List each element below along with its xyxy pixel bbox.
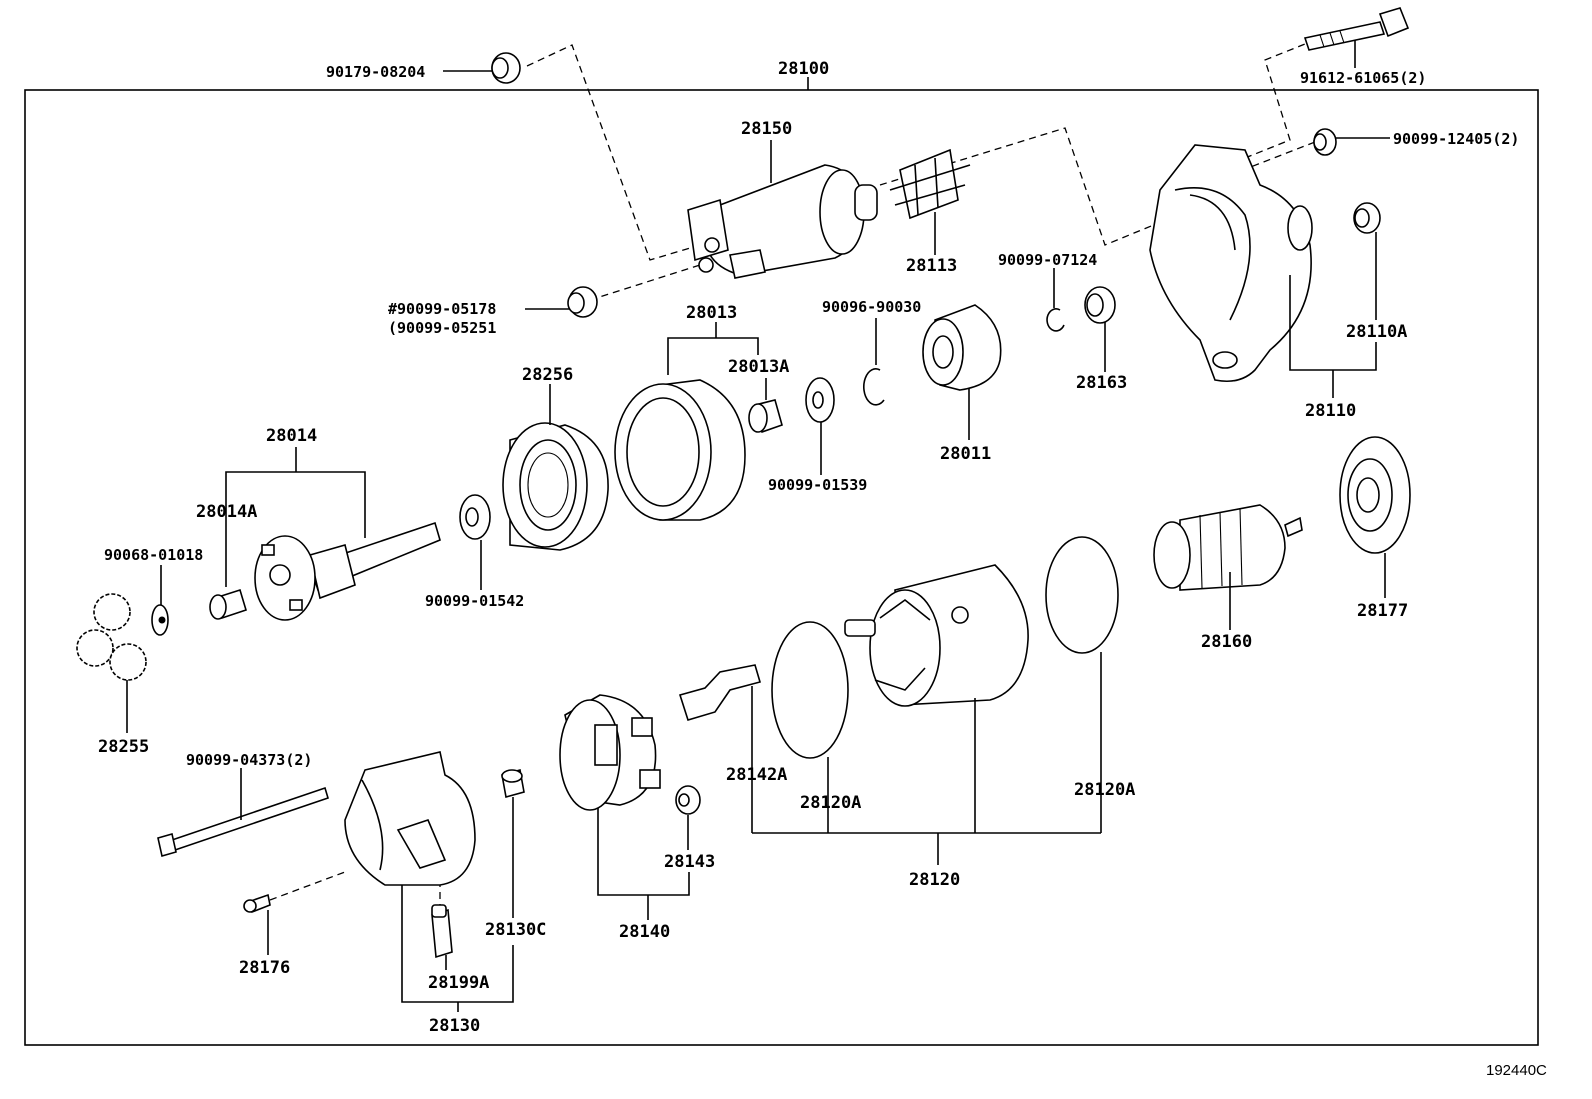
label-28163: 28163 — [1076, 373, 1127, 393]
label-28140: 28140 — [619, 922, 670, 942]
screw-28176 — [243, 893, 271, 914]
label-28014A: 28014A — [196, 502, 257, 522]
leader-lines — [126, 40, 1390, 1012]
label-28177: 28177 — [1357, 601, 1408, 621]
part-labels: 28100 90179-08204 91612-61065(2) 90099-1… — [98, 59, 1547, 1079]
spring-28143 — [675, 785, 701, 815]
label-90099-07124: 90099-07124 — [998, 251, 1097, 269]
bushing-28014A — [209, 588, 247, 620]
washer-28163 — [1084, 286, 1116, 324]
label-28143: 28143 — [664, 852, 715, 872]
label-28199A: 28199A — [428, 973, 489, 993]
label-90068-01018: 90068-01018 — [104, 546, 203, 564]
label-90099-04373: 90099-04373(2) — [186, 751, 312, 769]
label-28014: 28014 — [266, 426, 317, 446]
label-28176: 28176 — [239, 958, 290, 978]
label-28013A: 28013A — [728, 357, 789, 377]
label-28120: 28120 — [909, 870, 960, 890]
label-90099-01542: 90099-01542 — [425, 592, 524, 610]
through-bolt-90099-04373 — [157, 786, 329, 858]
label-28013: 28013 — [686, 303, 737, 323]
bushing-28130C — [501, 768, 525, 799]
housing-28110 — [1149, 144, 1313, 383]
contact-28113 — [889, 148, 971, 220]
cover-28177 — [1339, 436, 1411, 554]
label-28142A: 28142A — [726, 765, 787, 785]
label-91612-61065: 91612-61065(2) — [1300, 69, 1426, 87]
bolt-91612 — [1303, 7, 1410, 51]
label-28120A-right: 28120A — [1074, 780, 1135, 800]
label-90096-90030: 90096-90030 — [822, 298, 921, 316]
o-ring-28120A-left — [771, 621, 849, 759]
assembly-frame — [24, 89, 1539, 1046]
nut-90099-12405 — [1313, 128, 1337, 156]
label-90099-01539: 90099-01539 — [768, 476, 867, 494]
label-28130C: 28130C — [485, 920, 546, 940]
washer-90068 — [151, 604, 169, 636]
label-90099-05251: (90099-05251 — [388, 319, 496, 337]
label-90099-12405: 90099-12405(2) — [1393, 130, 1519, 148]
planetary-gears-28255 — [76, 593, 147, 681]
diagram-id: 192440C — [1486, 1062, 1547, 1079]
plate-28142A — [678, 664, 761, 721]
internal-gear-28256 — [502, 422, 609, 551]
label-28255: 28255 — [98, 737, 149, 757]
label-28011: 28011 — [940, 444, 991, 464]
shaft-28014 — [254, 521, 441, 621]
nut-90179 — [491, 52, 521, 84]
label-90179-08204: 90179-08204 — [326, 63, 425, 81]
yoke-28120 — [844, 564, 1029, 707]
label-28120A-left: 28120A — [800, 793, 861, 813]
nut-90099-05178 — [567, 286, 598, 318]
label-28160: 28160 — [1201, 632, 1252, 652]
armature-28160 — [1153, 504, 1303, 591]
label-28110A: 28110A — [1346, 322, 1407, 342]
label-28100: 28100 — [778, 59, 829, 79]
washer-90099-01542 — [459, 494, 491, 540]
o-ring-28120A-right — [1045, 536, 1119, 654]
snap-ring-90099-07124 — [1046, 308, 1065, 332]
label-90099-05178: #90099-05178 — [388, 300, 496, 318]
solenoid-28150 — [687, 164, 878, 279]
washer-90099-01539 — [805, 377, 835, 423]
label-28130: 28130 — [429, 1016, 480, 1036]
label-28110: 28110 — [1305, 401, 1356, 421]
housing-28013 — [614, 379, 746, 521]
brush-holder-28140 — [559, 694, 661, 811]
label-28150: 28150 — [741, 119, 792, 139]
terminal-28199A — [431, 904, 453, 959]
bushing-28013A — [748, 399, 783, 434]
label-28113: 28113 — [906, 256, 957, 276]
label-28256: 28256 — [522, 365, 573, 385]
pinion-28011 — [922, 304, 1002, 391]
bushing-28110A — [1353, 202, 1381, 234]
end-frame-28130 — [344, 751, 476, 886]
snap-ring-90096 — [862, 368, 885, 406]
